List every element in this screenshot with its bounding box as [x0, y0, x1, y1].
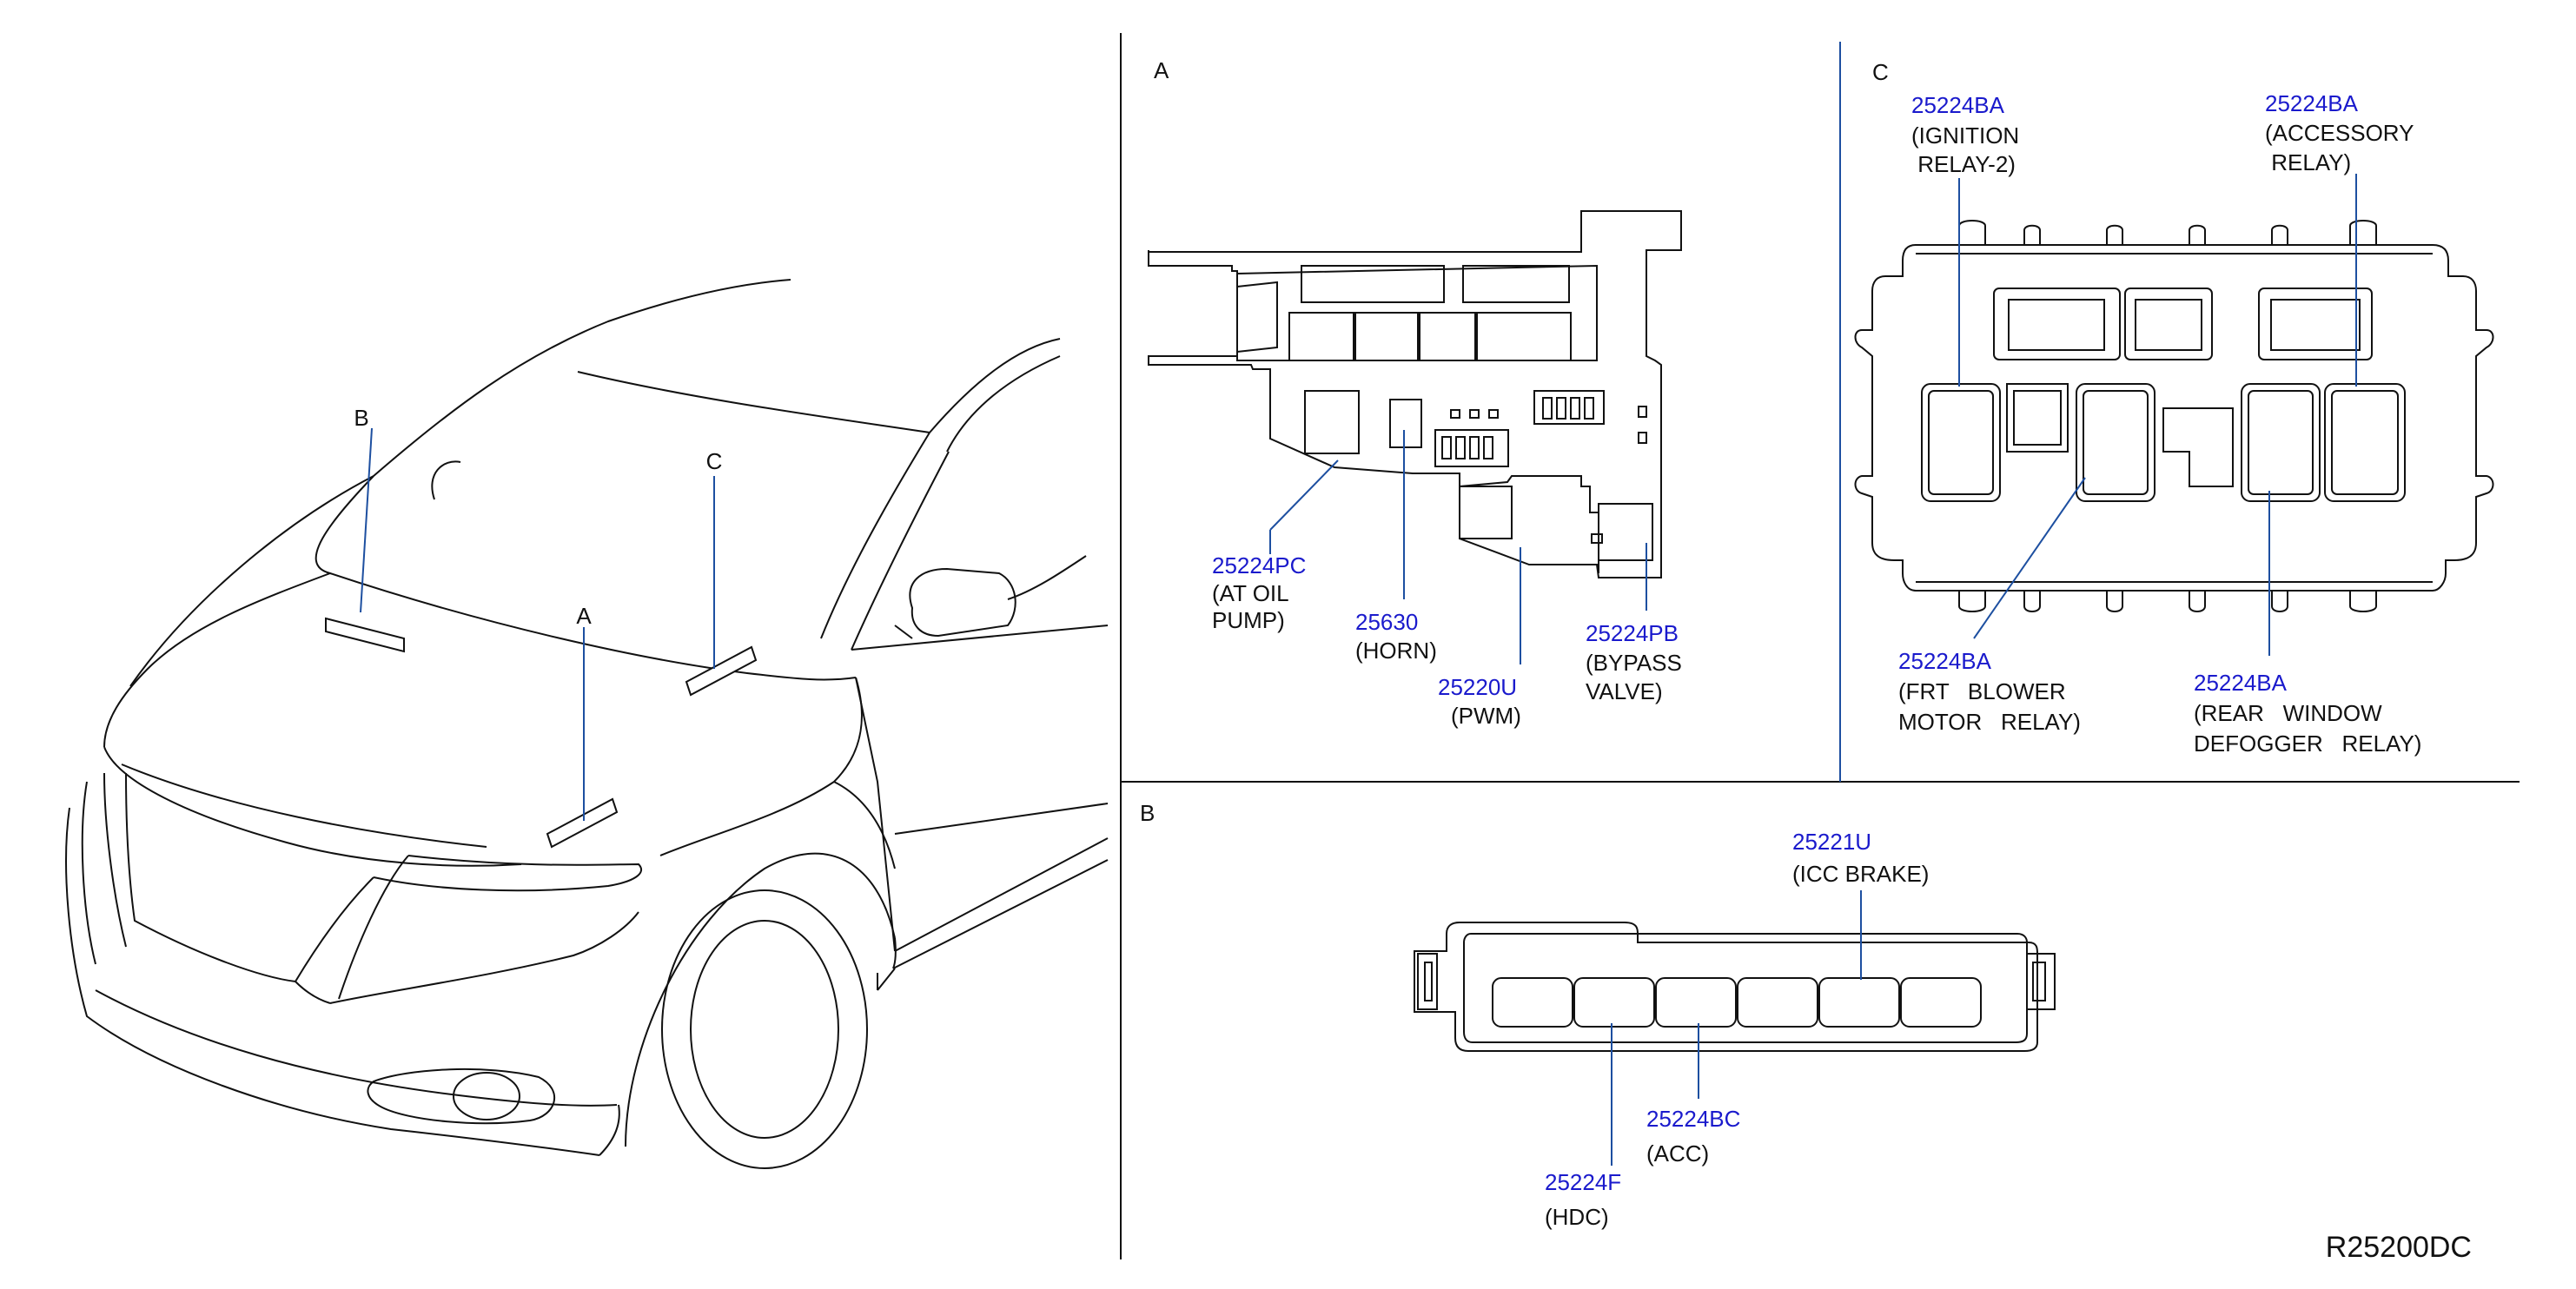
- part-at-oil-pump: 25224PC (AT OIL PUMP): [1212, 459, 1339, 633]
- panel-dividers: [1120, 33, 2520, 1259]
- part-label: (HORN): [1355, 638, 1437, 664]
- car-callout-a-label: A: [576, 603, 592, 629]
- part-label: (REAR WINDOW: [2194, 700, 2382, 726]
- part-number: 25220U: [1438, 674, 1517, 700]
- section-b-relay-block: [1414, 922, 2056, 1052]
- part-number: 25224PB: [1586, 620, 1679, 646]
- part-label: DEFOGGER RELAY): [2194, 730, 2421, 757]
- diagram-reference-code: R25200DC: [2326, 1231, 2472, 1264]
- car-callout-c-label: C: [706, 448, 723, 474]
- part-number: 25224F: [1545, 1169, 1621, 1195]
- part-acc: 25224BC (ACC): [1646, 1023, 1740, 1167]
- part-label: (BYPASS: [1586, 650, 1682, 676]
- part-bypass-valve: 25224PB (BYPASS VALVE): [1586, 543, 1682, 704]
- section-a-label: A: [1154, 57, 1169, 83]
- part-number: 25224BA: [1898, 648, 1992, 674]
- part-pwm: 25220U (PWM): [1438, 547, 1521, 729]
- part-number: 25630: [1355, 609, 1418, 635]
- part-label: RELAY): [2265, 149, 2351, 175]
- section-c-label: C: [1872, 59, 1889, 85]
- car-callout-c: C: [706, 448, 723, 669]
- part-label: (AT OIL: [1212, 580, 1289, 606]
- car-callout-b-label: B: [354, 405, 368, 431]
- part-rear-defogger-relay: 25224BA (REAR WINDOW DEFOGGER RELAY): [2194, 491, 2421, 757]
- part-label: (HDC): [1545, 1204, 1609, 1230]
- part-label: PUMP): [1212, 607, 1285, 633]
- part-ignition-relay-2: 25224BA (IGNITION RELAY-2): [1911, 92, 2019, 387]
- section-b-label: B: [1140, 800, 1155, 826]
- part-label: (PWM): [1451, 703, 1521, 729]
- car-callout-b: B: [354, 405, 373, 613]
- part-frt-blower-relay: 25224BA (FRT BLOWER MOTOR RELAY): [1898, 477, 2086, 735]
- part-label: (ACC): [1646, 1140, 1709, 1167]
- vehicle-illustration: [65, 279, 1109, 1169]
- part-number: 25224PC: [1212, 552, 1306, 578]
- part-icc-brake: 25221U (ICC BRAKE): [1792, 829, 1929, 980]
- part-label: (ICC BRAKE): [1792, 861, 1929, 887]
- part-number: 25224BA: [1911, 92, 2005, 118]
- part-label: MOTOR RELAY): [1898, 709, 2081, 735]
- part-number: 25221U: [1792, 829, 1871, 855]
- part-number: 25224BC: [1646, 1106, 1740, 1132]
- part-accessory-relay: 25224BA (ACCESSORY RELAY): [2265, 90, 2414, 387]
- car-callout-a: A: [576, 603, 592, 821]
- part-label: VALVE): [1586, 678, 1663, 704]
- part-number: 25224BA: [2265, 90, 2359, 116]
- part-label: RELAY-2): [1911, 151, 2016, 177]
- part-label: (ACCESSORY: [2265, 120, 2414, 146]
- section-a-relay-box: [1148, 210, 1682, 578]
- part-number: 25224BA: [2194, 670, 2288, 696]
- part-label: (FRT BLOWER: [1898, 678, 2066, 704]
- part-label: (IGNITION: [1911, 122, 2019, 149]
- part-horn: 25630 (HORN): [1355, 430, 1437, 664]
- section-c-relay-box: [1854, 220, 2494, 612]
- part-hdc: 25224F (HDC): [1545, 1023, 1621, 1230]
